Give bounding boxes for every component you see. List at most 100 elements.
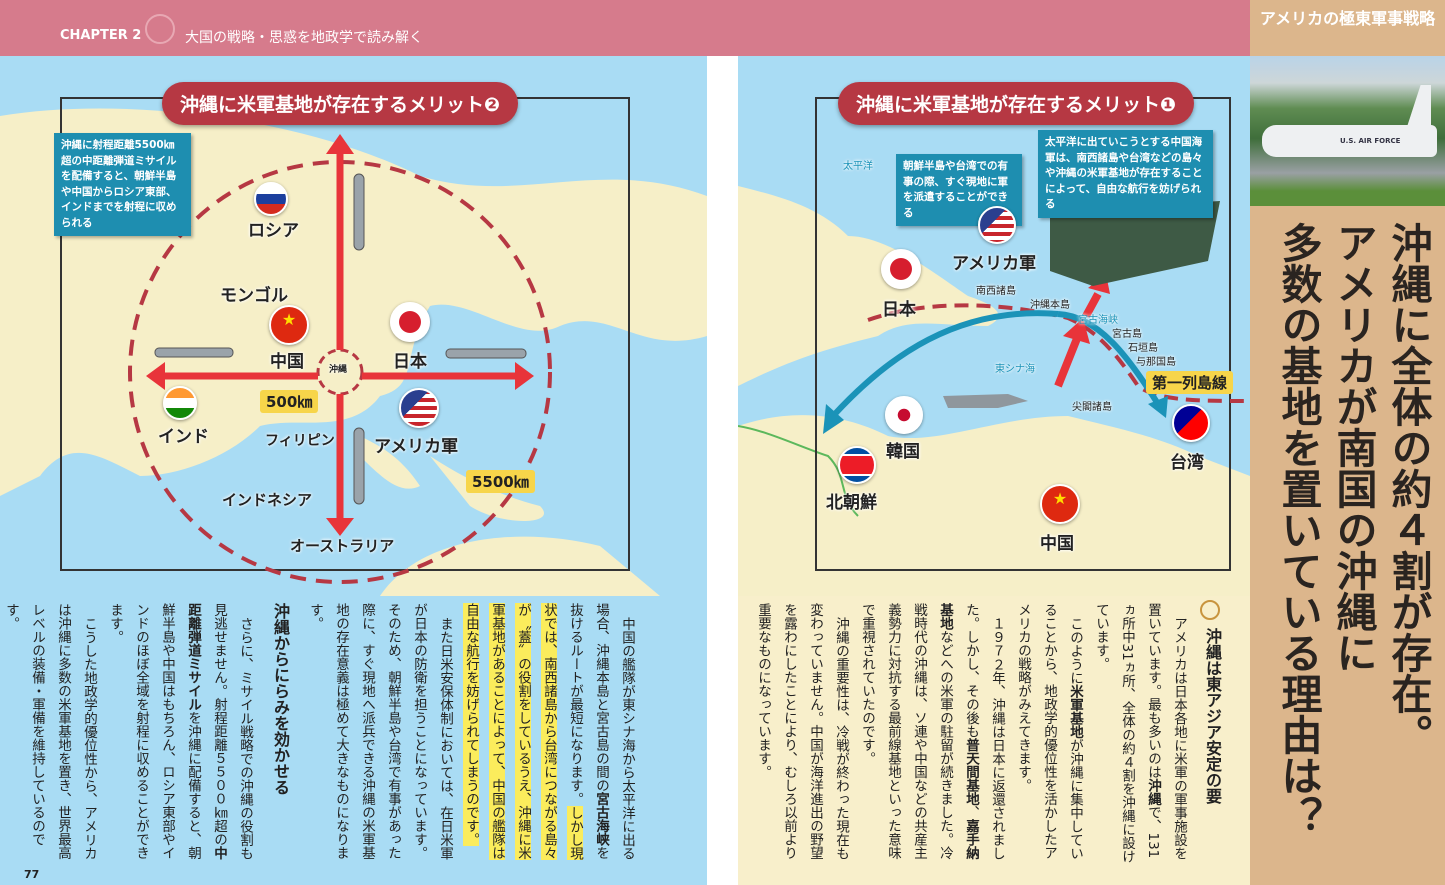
headline-line-1: 沖縄に全体の約４割が存在。 <box>1384 222 1432 755</box>
label-korea: 韓国 <box>886 442 920 462</box>
range-arrows <box>146 134 534 536</box>
label-senkaku: 尖閣諸島 <box>1072 402 1112 413</box>
label-china: 中国 <box>270 352 304 372</box>
headline-line-3: 多数の基地を置いている理由は？ <box>1274 222 1322 837</box>
border-line <box>738 425 859 517</box>
label-russia: ロシア <box>248 221 299 241</box>
highlighted-text: しかし現状では、南西諸島から台湾につながる島々が〝蓋〟の役割をしているうえ、沖縄… <box>463 603 583 860</box>
label-miyako-strait: 宮古海峡 <box>1078 315 1118 326</box>
range-circle-500 <box>316 348 364 396</box>
label-china: 中国 <box>1040 534 1074 554</box>
label-east-china-sea: 東シナ海 <box>995 364 1035 375</box>
deploy-callout: 朝鮮半島や台湾での有事の際、すぐ現地に軍を派遣することができる <box>896 154 1022 226</box>
label-okinawa-main: 沖縄本島 <box>1030 300 1070 311</box>
label-usa: アメリカ軍 <box>374 437 459 457</box>
bold-text: 普天間基地 <box>963 738 979 806</box>
body-paragraph: アメリカは日本各地に米軍の軍事施設を置いています。最も多いのは沖縄で、131ヵ所… <box>1088 603 1192 867</box>
land-china <box>738 415 1250 596</box>
body-paragraph: また日米安保体制においては、在日米軍が日本の防衛を担うことになっています。そのた… <box>302 603 458 867</box>
label-indonesia: インドネシア <box>222 491 313 509</box>
text-run: を抜けるルートが最短になります。 <box>567 603 609 860</box>
label-north-korea: 北朝鮮 <box>826 493 877 513</box>
label-pacific: 太平洋 <box>843 161 873 172</box>
right-map-title: 沖縄に米軍基地が存在するメリット❶ <box>838 82 1195 125</box>
chapter-subtitle: 大国の戦略・思惑を地政学で読み解く <box>185 30 423 46</box>
body-paragraph: 沖縄の重要性は、冷戦が終わった現在も変わっていません。中国が海洋進出の野望を露わ… <box>750 603 854 867</box>
body-paragraph: こうした地政学的優位性から、アメリカは沖縄に多数の米軍基地を置き、世界最高レベル… <box>0 603 102 867</box>
range-label-500km: 500㎞ <box>260 390 319 413</box>
body-paragraph: このように米軍基地が沖縄に集中していることから、地政学的優位性を活かしたアメリカ… <box>1010 603 1088 867</box>
label-japan: 日本 <box>882 300 916 320</box>
bold-text: 嘉手納基地 <box>937 603 979 860</box>
bold-text: 中距離弾道ミサイル <box>185 603 227 860</box>
headline-line-2: アメリカが南国の沖縄に <box>1329 222 1377 673</box>
missile-range-callout: 沖縄に射程距離5500㎞超の中距離弾道ミサイルを配備すると、朝鮮半島や中国からロ… <box>54 133 191 236</box>
text-run: さらに、ミサイル戦略での沖縄の役割も見逃せません。射程距離５５００㎞超の <box>211 603 253 860</box>
label-india: インド <box>158 427 209 447</box>
label-nansei: 南西諸島 <box>976 286 1016 297</box>
bold-text: 宮古海峡 <box>593 792 609 846</box>
text-run: などへの米軍の駐留が続きました。冷戦時代の沖縄は、ソ連や中国などの共産主義勢力に… <box>859 603 953 860</box>
missile-icons <box>154 173 527 505</box>
text-run: で、131ヵ所中31ヵ所、全体の約４割を沖縄に設けています。 <box>1093 603 1161 864</box>
text-run: このように <box>1067 616 1083 685</box>
label-okinawa: 沖縄 <box>329 365 348 375</box>
body-paragraph: さらに、ミサイル戦略での沖縄の役割も見逃せません。射程距離５５００㎞超の中距離弾… <box>102 603 258 867</box>
navy-callout: 太平洋に出ていこうとする中国海軍は、南西諸島や台湾などの島々や沖縄の米軍基地が存… <box>1038 130 1213 218</box>
text-run: 、 <box>963 805 979 820</box>
body-paragraph: 中国の艦隊が東シナ海から太平洋に出る場合、沖縄本島と宮古島の間の宮古海峡を抜ける… <box>458 603 640 867</box>
korea-flag-icon <box>885 396 923 434</box>
route-arrow-korea <box>830 310 1059 419</box>
first-island-chain-line <box>867 303 1250 403</box>
japan-flag-icon <box>390 302 430 342</box>
label-yonaguni: 与那国島 <box>1136 357 1176 368</box>
label-usa: アメリカ軍 <box>952 254 1037 274</box>
chapter-header <box>0 0 1250 56</box>
right-body-text: アメリカは日本各地に米軍の軍事施設を置いています。最も多いのは沖縄で、131ヵ所… <box>750 603 1192 867</box>
page-number-left: 77 <box>24 868 40 881</box>
left-section-heading: 沖縄からにらみを効かせる <box>271 603 290 795</box>
sidebar-section-title: アメリカの極東軍事戦略 <box>1259 9 1436 28</box>
text-run: 沖縄の重要性は、冷戦が終わった現在も変わっていません。中国が海洋進出の野望を露わ… <box>755 603 849 860</box>
text-run: また日米安保体制においては、在日米軍が日本の防衛を担うことになっています。そのた… <box>307 603 453 860</box>
fighter-jet-icon <box>943 394 1028 408</box>
first-island-chain-badge: 第一列島線 <box>1146 371 1234 394</box>
label-japan: 日本 <box>393 352 427 372</box>
label-miyako: 宮古島 <box>1112 329 1142 340</box>
japan-flag-icon <box>881 249 921 289</box>
label-ishigaki: 石垣島 <box>1128 343 1158 354</box>
left-body-text-2: さらに、ミサイル戦略での沖縄の役割も見逃せません。射程距離５５００㎞超の中距離弾… <box>0 603 258 867</box>
globe-icon <box>145 14 175 44</box>
text-run: １９７２年、沖縄は日本に返還されました。しかし、その後も <box>963 603 1005 860</box>
text-run: 中国の艦隊が東シナ海から太平洋に出る場合、沖縄本島と宮古島の間の <box>593 603 635 860</box>
text-run: を沖縄に配備すると、朝鮮半島や中国はもちろん、ロシア東部やインドのほぼ全域を射程… <box>107 603 201 860</box>
bold-text: 米軍基地 <box>1067 684 1083 738</box>
india-flag-icon <box>163 386 197 420</box>
text-run: が沖縄に集中していることから、地政学的優位性を活かしたアメリカの戦略がみえてきま… <box>1015 603 1083 860</box>
usa-flag-icon <box>399 388 439 428</box>
bold-text: 沖縄 <box>1145 778 1161 806</box>
aircraft-carrier-icon <box>1050 201 1220 286</box>
usa-flag-icon <box>978 206 1016 244</box>
label-philippines: フィリピン <box>265 433 335 449</box>
land-japan <box>738 186 999 386</box>
left-map-title: 沖縄に米軍基地が存在するメリット❷ <box>162 82 519 125</box>
label-mongolia: モンゴル <box>220 286 288 306</box>
russia-flag-icon <box>254 182 288 216</box>
left-body-text-1: 中国の艦隊が東シナ海から太平洋に出る場合、沖縄本島と宮古島の間の宮古海峡を抜ける… <box>302 603 640 867</box>
photo-plane-marking: U.S. AIR FORCE <box>1340 137 1401 145</box>
body-paragraph: １９７２年、沖縄は日本に返還されました。しかし、その後も普天間基地、嘉手納基地な… <box>854 603 1010 867</box>
text-run: こうした地政学的優位性から、アメリカは沖縄に多数の米軍基地を置き、世界最高レベル… <box>3 603 97 860</box>
chapter-label: CHAPTER 2 <box>60 28 142 43</box>
land-islands <box>360 436 544 521</box>
label-australia: オーストラリア <box>290 537 395 555</box>
right-section-heading: 沖縄は東アジア安定の要 <box>1203 628 1222 804</box>
north-korea-flag-icon <box>838 446 876 484</box>
china-flag-icon: ★ <box>1040 484 1080 524</box>
range-label-5500km: 5500㎞ <box>466 470 535 493</box>
text-run: アメリカは日本各地に米軍の軍事施設を置いています。最も多いのは <box>1145 603 1187 860</box>
globe-icon <box>1200 600 1220 620</box>
label-taiwan: 台湾 <box>1170 453 1204 473</box>
taiwan-flag-icon <box>1172 404 1210 442</box>
china-flag-icon: ★ <box>269 305 309 345</box>
